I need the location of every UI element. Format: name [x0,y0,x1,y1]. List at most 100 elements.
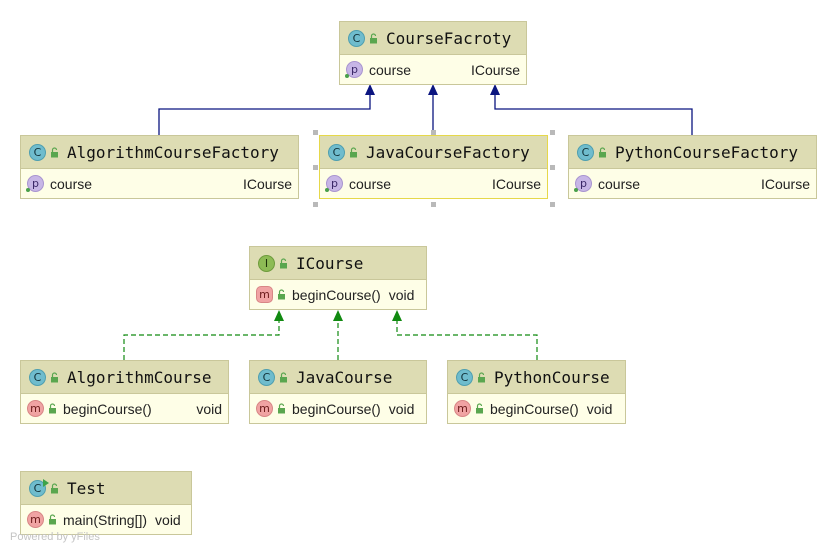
method-return-type: void [196,400,222,417]
selection-handle[interactable] [431,202,436,207]
unlock-icon [278,289,285,300]
method-name: main(String[]) [63,511,148,528]
selection-handle[interactable] [550,130,555,135]
unlock-icon [280,257,287,268]
node-header: C PythonCourse [448,361,625,394]
node-title: JavaCourse [296,367,393,387]
method-return-type: void [586,400,613,417]
selection-handle[interactable] [313,202,318,207]
class-node-course-factory[interactable]: C CourseFacroty p course ICourse [339,21,527,85]
edge-line [494,93,693,135]
method-row[interactable]: m main(String[]) void [21,505,191,534]
property-icon: p [325,175,343,192]
arrow-head [333,310,343,321]
edge-java-course-implements[interactable] [333,310,343,360]
selection-handle[interactable] [550,202,555,207]
method-row[interactable]: m beginCourse() void [448,394,625,423]
class-icon: C [29,143,46,161]
selection-handle[interactable] [313,130,318,135]
arrow-head [365,84,375,95]
class-node-algorithm-course[interactable]: C AlgorithmCourse m beginCourse() void [20,360,229,424]
arrow-head [428,84,438,95]
edge-python-course-implements[interactable] [392,310,538,360]
property-icon: p [345,61,363,78]
field-row[interactable]: p course ICourse [340,55,526,84]
selection-handle[interactable] [431,130,436,135]
method-return-type: void [388,286,415,303]
node-header: C AlgorithmCourseFactory [21,136,298,169]
field-name: course [369,61,412,78]
class-node-algorithm-course-factory[interactable]: C AlgorithmCourseFactory p course ICours… [20,135,299,199]
runnable-class-icon: C [29,478,49,497]
method-icon: m [256,286,273,303]
node-header: I ICourse [250,247,426,280]
method-name: beginCourse() [63,400,152,417]
node-header: C CourseFacroty [340,22,526,55]
edge-java-factory-extends[interactable] [428,84,438,135]
class-node-java-course-factory[interactable]: C JavaCourseFactory p course ICourse [319,135,548,199]
method-name: beginCourse() [490,400,579,417]
selection-handle[interactable] [313,165,318,170]
unlock-icon [51,146,58,157]
selection-handle[interactable] [550,165,555,170]
node-header: C Test [21,472,191,505]
node-title: PythonCourse [494,367,610,387]
unlock-icon [370,32,377,43]
interface-node-icourse[interactable]: I ICourse m beginCourse() void [249,246,427,310]
method-icon: m [256,400,273,417]
method-name: beginCourse() [292,400,381,417]
unlock-icon [51,371,58,382]
method-icon: m [454,400,471,417]
unlock-icon [476,403,483,414]
field-name: course [349,175,392,192]
method-return-type: void [155,511,181,528]
unlock-icon [478,371,485,382]
field-type: ICourse [470,61,520,78]
class-icon: C [328,143,345,161]
edge-algorithm-course-implements[interactable] [123,310,284,360]
field-name: course [598,175,641,192]
method-row[interactable]: m beginCourse() void [21,394,228,423]
node-header: C JavaCourseFactory [320,136,547,169]
method-row[interactable]: m beginCourse() void [250,394,426,423]
node-title: PythonCourseFactory [615,142,799,162]
unlock-icon [280,371,287,382]
class-icon: C [577,143,594,161]
field-row[interactable]: p course ICourse [320,169,547,198]
field-name: course [50,175,93,192]
node-header: C AlgorithmCourse [21,361,228,394]
node-header: C PythonCourseFactory [569,136,816,169]
method-icon: m [27,400,44,417]
field-type: ICourse [242,175,292,192]
edge-line [396,319,538,360]
method-row[interactable]: m beginCourse() void [250,280,426,309]
class-node-python-course[interactable]: C PythonCourse m beginCourse() void [447,360,626,424]
node-title: AlgorithmCourseFactory [67,142,279,162]
property-icon: p [574,175,592,192]
class-icon: C [348,29,365,47]
arrow-head [392,310,402,321]
field-row[interactable]: p course ICourse [569,169,816,198]
class-icon: C [29,368,46,386]
edge-algorithm-factory-extends[interactable] [158,84,375,135]
class-icon: C [258,368,275,386]
arrow-head [490,84,500,95]
method-icon: m [27,511,44,528]
method-name: beginCourse() [292,286,381,303]
interface-icon: I [258,254,275,272]
class-node-python-course-factory[interactable]: C PythonCourseFactory p course ICourse [568,135,817,199]
node-title: ICourse [296,253,364,273]
yfiles-watermark: Powered by yFiles [10,531,100,543]
field-row[interactable]: p course ICourse [21,169,298,198]
unlock-icon [599,146,606,157]
unlock-icon [51,482,58,493]
edge-python-factory-extends[interactable] [490,84,693,135]
edge-line [158,93,371,135]
unlock-icon [49,514,56,525]
method-return-type: void [388,400,415,417]
class-node-java-course[interactable]: C JavaCourse m beginCourse() void [249,360,427,424]
edge-line [123,319,280,360]
class-node-test[interactable]: C Test m main(String[]) void [20,471,192,535]
unlock-icon [350,146,357,157]
